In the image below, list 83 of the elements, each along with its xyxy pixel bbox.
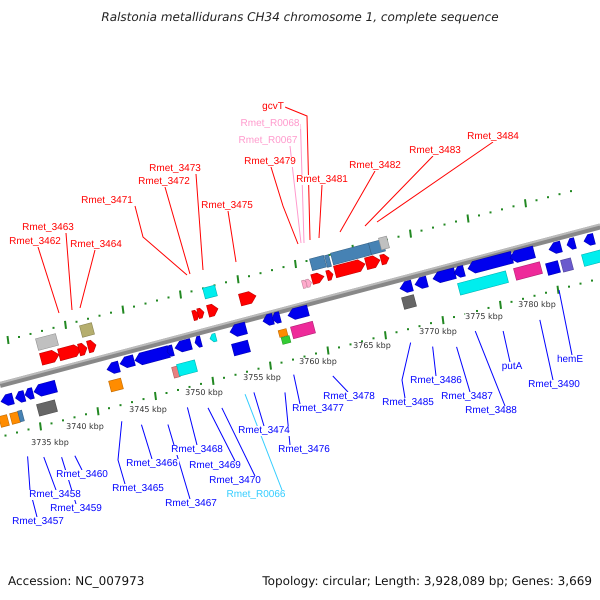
leader-line [196, 174, 204, 270]
leader-line [66, 232, 72, 310]
gene-label: Rmet_3465 [111, 484, 165, 494]
leader-line [332, 376, 348, 392]
gene-label: Rmet_3476 [277, 445, 331, 455]
leader-line [118, 420, 126, 484]
leader-line [539, 319, 554, 380]
leader-line [244, 394, 282, 490]
gene-label: Rmet_3471 [80, 196, 134, 206]
gene-label: Rmet_3464 [69, 240, 123, 250]
gene-label: Rmet_3458 [28, 490, 82, 500]
leader-line [558, 290, 572, 356]
leader-line [290, 146, 302, 244]
leader-line [80, 250, 96, 308]
leader-line [284, 106, 310, 240]
leader-line [186, 406, 198, 446]
gene-label: Rmet_3486 [409, 376, 463, 386]
scale-label: 3740 kbp [66, 423, 104, 431]
leader-line [474, 330, 506, 406]
gene-label: Rmet_3490 [527, 380, 581, 390]
gene-label: Rmet_3459 [49, 504, 103, 514]
gene-label: Rmet_3487 [440, 392, 494, 402]
leader-line [318, 184, 322, 238]
scale-label: 3775 kbp [465, 313, 503, 321]
gene-label: Rmet_3483 [408, 146, 462, 156]
leader-line [134, 206, 188, 276]
gene-label: Rmet_3475 [200, 201, 254, 211]
leader-line [253, 392, 264, 426]
gene-label: gcvT [261, 102, 285, 112]
leader-line [167, 424, 190, 500]
leader-line [364, 156, 434, 226]
gene-label: putA [500, 362, 524, 372]
gene-label: Rmet_3474 [237, 426, 291, 436]
gene-label: Rmet_3457 [11, 517, 65, 527]
gene-label: Rmet_3485 [381, 398, 435, 408]
leader-line [270, 166, 298, 244]
leader-line [432, 346, 436, 376]
leader-line [228, 210, 236, 262]
scale-label: 3770 kbp [419, 328, 457, 336]
gene-label: Rmet_3463 [21, 223, 75, 233]
leader-line [164, 186, 190, 274]
footer-text: Accession: NC_007973 [8, 575, 144, 587]
leader-line [38, 246, 60, 314]
gene-label: Rmet_3468 [170, 445, 224, 455]
leader-line [456, 346, 470, 392]
gene-label: Rmet_3467 [164, 499, 218, 509]
gene-label: Rmet_3484 [466, 132, 520, 142]
gene-label: Rmet_3481 [295, 175, 349, 185]
gene-label: Rmet_3469 [188, 461, 242, 471]
gene-label: Rmet_R0068 [240, 119, 300, 129]
gene-label: hemE [556, 355, 584, 365]
scale-label: 3760 kbp [299, 358, 337, 366]
gene-label: Rmet_3470 [208, 476, 262, 486]
leader-line [43, 456, 56, 490]
leader-line [221, 407, 256, 476]
leader-line [402, 342, 412, 398]
leader-line [140, 424, 152, 460]
scale-label: 3765 kbp [353, 342, 391, 350]
gene-label: Rmet_3472 [137, 177, 191, 187]
gene-label: Rmet_3462 [8, 237, 62, 247]
footer-text: Topology: circular; Length: 3,928,089 bp; Genes: 3,669 [262, 575, 592, 587]
gene-label: Rmet_3488 [464, 406, 518, 416]
leader-line [502, 330, 510, 362]
gene-label: Rmet_3477 [291, 404, 345, 414]
scale-label: 3745 kbp [129, 406, 167, 414]
gene-label: Rmet_3482 [348, 161, 402, 171]
gene-label: Rmet_3473 [148, 164, 202, 174]
gene-label: Rmet_R0066 [226, 490, 286, 500]
gene-label: Rmet_3466 [125, 459, 179, 469]
gene-label: Rmet_3460 [55, 470, 109, 480]
gene-label: Rmet_3478 [322, 392, 376, 402]
leader-line [208, 407, 236, 462]
leader-line [74, 455, 82, 470]
leader-line [376, 142, 494, 222]
scale-label: 3755 kbp [243, 374, 281, 382]
gene-label: Rmet_3479 [243, 157, 297, 167]
scale-label: 3750 kbp [185, 389, 223, 397]
leader-line [340, 170, 376, 232]
scale-label: 3780 kbp [518, 301, 556, 309]
gene-label: Rmet_R0067 [238, 136, 298, 146]
leader-line [27, 456, 38, 518]
scale-label: 3735 kbp [31, 439, 69, 447]
leader-line [293, 374, 300, 404]
